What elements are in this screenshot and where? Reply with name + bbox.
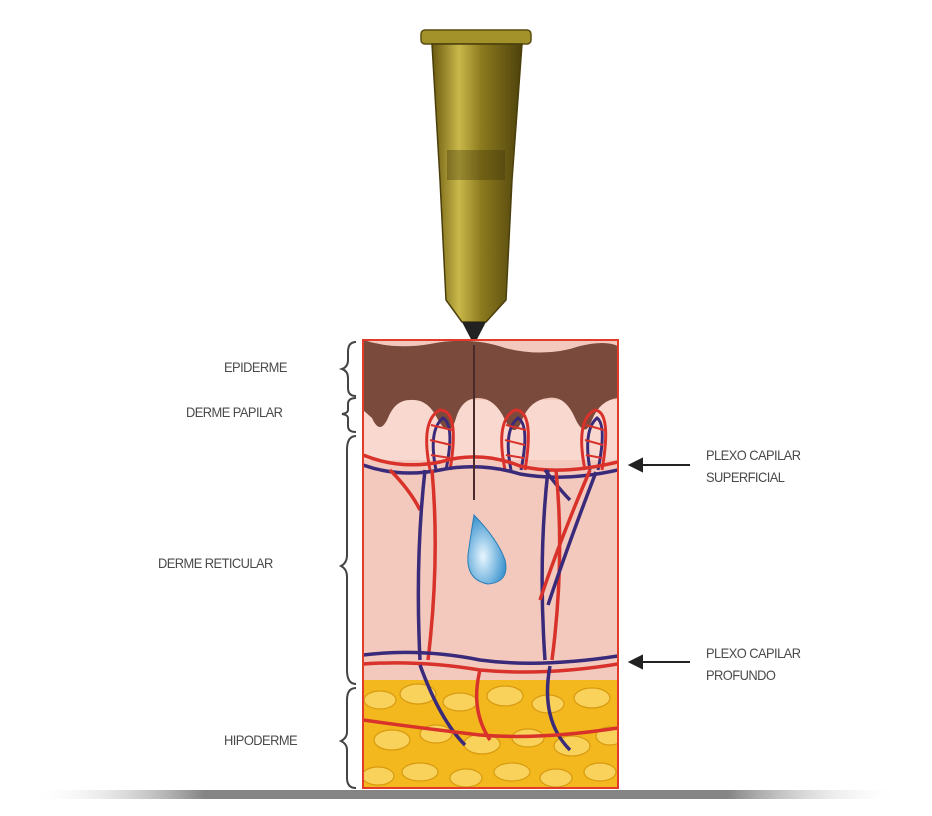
- label-plexo-superficial: PLEXO CAPILAR SUPERFICIAL: [706, 444, 800, 488]
- label-plexo-superficial-line1: PLEXO CAPILAR: [706, 444, 800, 466]
- layer-brackets: [341, 342, 356, 788]
- label-plexo-profundo: PLEXO CAPILAR PROFUNDO: [706, 642, 800, 686]
- plexus-arrows: [630, 459, 690, 668]
- label-derme-papilar: DERME PAPILAR: [186, 404, 282, 420]
- label-plexo-superficial-line2: SUPERFICIAL: [706, 466, 800, 488]
- label-plexo-profundo-line2: PROFUNDO: [706, 664, 800, 686]
- label-plexo-profundo-line1: PLEXO CAPILAR: [706, 642, 800, 664]
- label-derme-reticular: DERME RETICULAR: [158, 555, 273, 571]
- floor-shadow: [30, 790, 902, 799]
- needle-icon: [421, 30, 531, 345]
- label-hipoderme: HIPODERME: [224, 732, 297, 748]
- label-epiderme: EPIDERME: [224, 359, 287, 375]
